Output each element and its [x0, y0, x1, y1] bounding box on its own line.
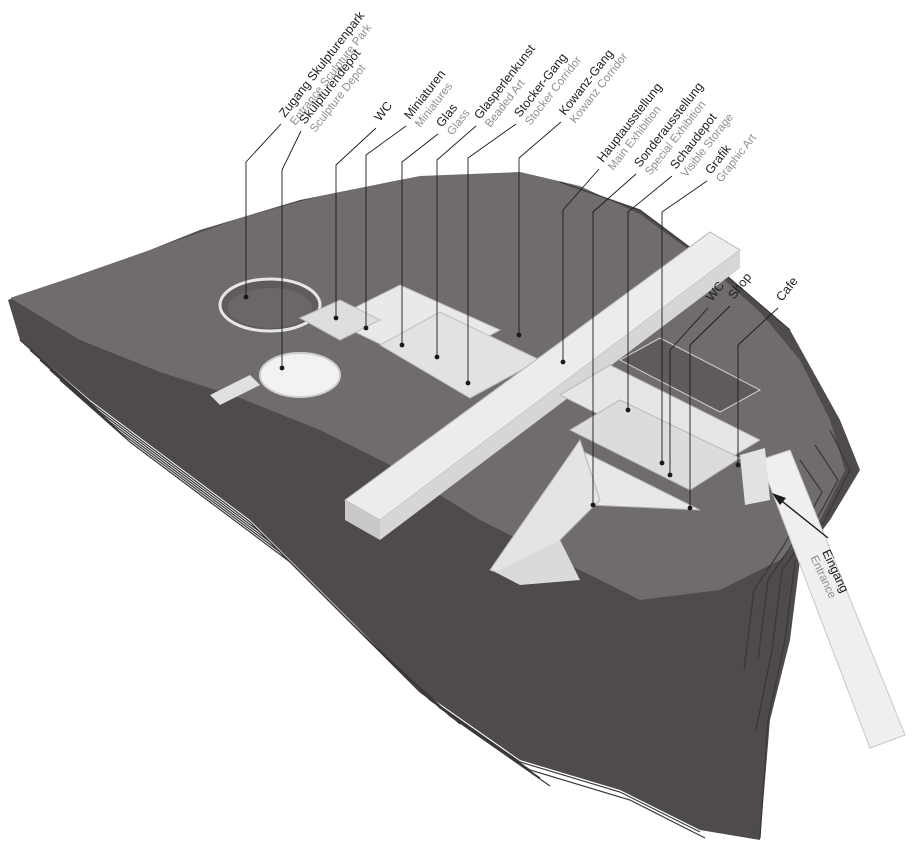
- leader-line: [365, 125, 407, 328]
- leader-dot: [333, 315, 339, 321]
- label-de: Cafe: [773, 274, 800, 303]
- leader-line: [245, 123, 282, 297]
- leader-dot: [279, 365, 285, 371]
- leader-dot: [363, 325, 369, 331]
- leader-line: [436, 125, 477, 357]
- leader-dot: [516, 332, 522, 338]
- leader-line: [518, 121, 562, 335]
- leader-dot: [434, 354, 440, 360]
- sculpture-park-court: [218, 277, 322, 333]
- leader-line: [737, 307, 779, 465]
- leader-line: [467, 123, 517, 383]
- leader-line: [689, 305, 731, 508]
- leader-dot: [667, 472, 673, 478]
- leader-line: [562, 168, 600, 362]
- leader-dot: [465, 380, 471, 386]
- leader-dot: [625, 407, 631, 413]
- leader-line: [281, 130, 302, 368]
- leader-line: [401, 133, 439, 345]
- sculpture-depot-court: [259, 352, 341, 398]
- leader-dot: [735, 462, 741, 468]
- leader-dot: [590, 502, 596, 508]
- leader-line: [661, 180, 708, 463]
- west-wing: [210, 284, 542, 405]
- entrance-arrow-shaft: [777, 497, 829, 539]
- label-text: Cafe: [773, 274, 800, 303]
- leader-dot: [687, 505, 693, 511]
- leader-line: [592, 173, 637, 505]
- leader-line: [335, 127, 377, 318]
- entrance-ramp: [740, 448, 906, 749]
- leader-line: [669, 307, 709, 475]
- leader-dot: [560, 359, 566, 365]
- leader-dot: [659, 460, 665, 466]
- label-text: Kowanz-GangKowanz Corridor: [556, 42, 630, 126]
- entrance-arrow-head: [772, 493, 786, 505]
- label-text: WC: [371, 99, 395, 124]
- label-de: WC: [371, 99, 395, 124]
- leader-line: [627, 175, 673, 410]
- leader-dot: [243, 294, 249, 300]
- leader-dot: [399, 342, 405, 348]
